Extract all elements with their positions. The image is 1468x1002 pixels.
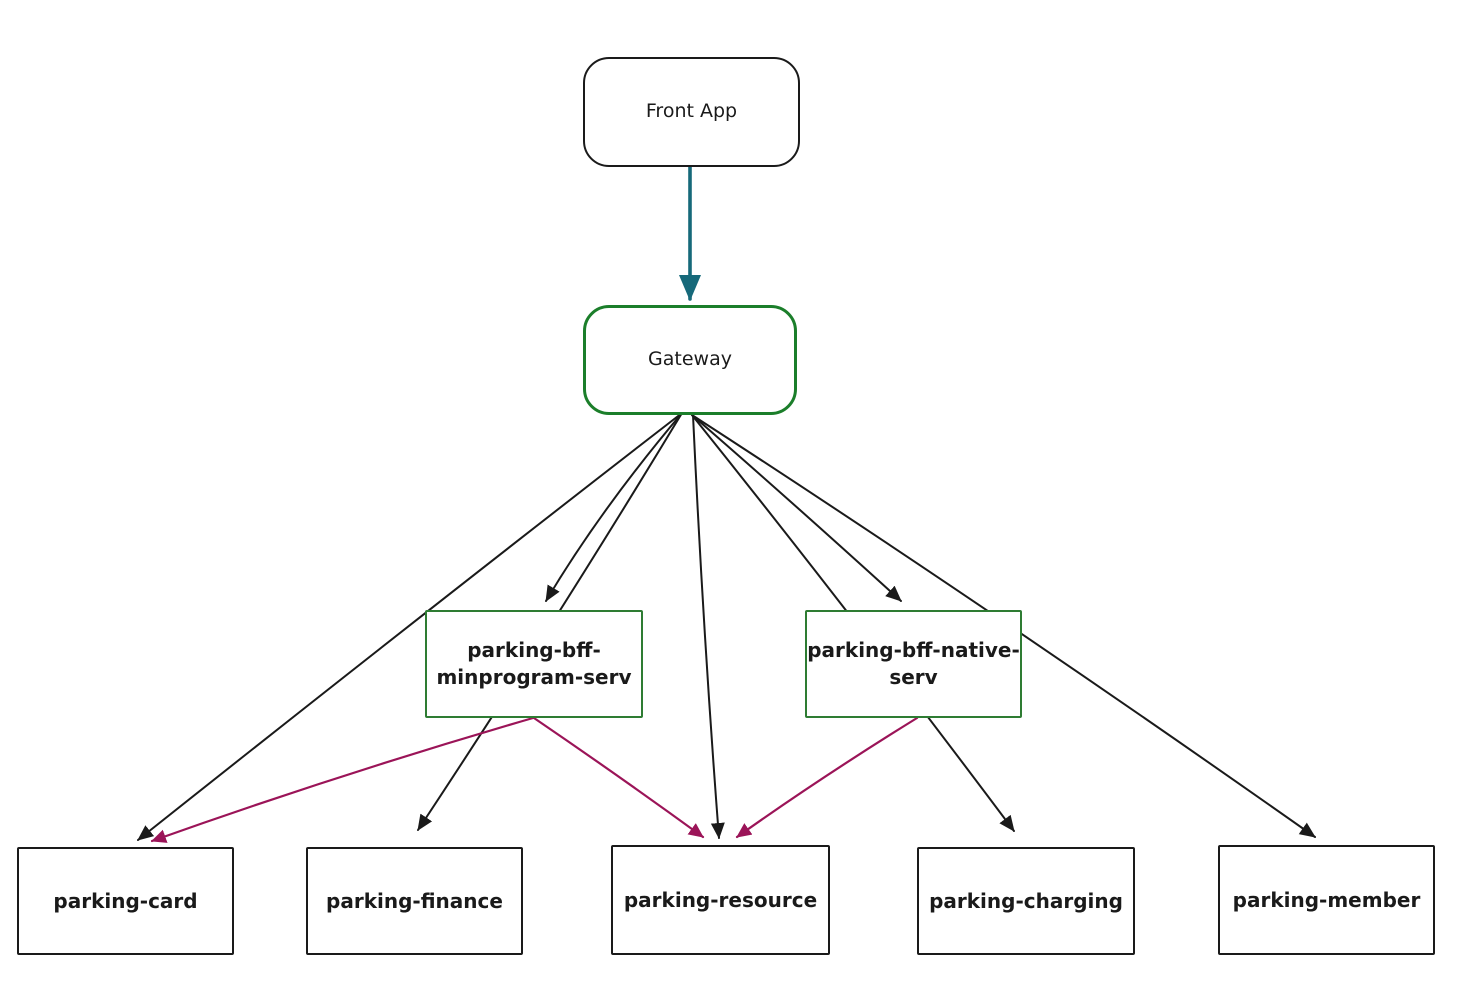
node-front-app-label: Front App (645, 100, 738, 123)
node-parking-member: parking-member (1218, 845, 1435, 955)
node-parking-card-label: parking-card (53, 888, 198, 913)
edge-gateway-to-bff-native (691, 414, 902, 602)
node-parking-resource-label: parking-resource (623, 887, 818, 912)
edge-bff-native-to-parking-resource (735, 716, 919, 839)
node-front-app: Front App (583, 57, 800, 167)
edge-bff-minprogram-to-parking-card (150, 716, 535, 843)
node-parking-bff-minprogram-serv-label: parking-bff- minprogram-serv (436, 638, 632, 689)
edge-gateway-to-parking-resource (692, 414, 725, 839)
node-gateway-label: Gateway (648, 348, 732, 371)
node-parking-finance-label: parking-finance (326, 888, 503, 913)
node-parking-bff-native-serv: parking-bff-native- serv (805, 610, 1022, 718)
node-parking-charging: parking-charging (917, 847, 1135, 955)
edge-gateway-to-bff-minprogram (545, 412, 683, 602)
edge-gateway-to-parking-card (137, 412, 683, 841)
node-parking-finance: parking-finance (306, 847, 523, 955)
node-parking-bff-minprogram-serv: parking-bff- minprogram-serv (425, 610, 643, 718)
node-parking-card: parking-card (17, 847, 234, 955)
edge-bff-minprogram-to-parking-resource (532, 716, 705, 839)
node-parking-resource: parking-resource (611, 845, 830, 955)
node-gateway: Gateway (583, 305, 797, 415)
node-parking-member-label: parking-member (1232, 887, 1421, 912)
node-parking-bff-native-serv-label: parking-bff-native- serv (807, 638, 1020, 689)
node-parking-charging-label: parking-charging (929, 888, 1123, 913)
